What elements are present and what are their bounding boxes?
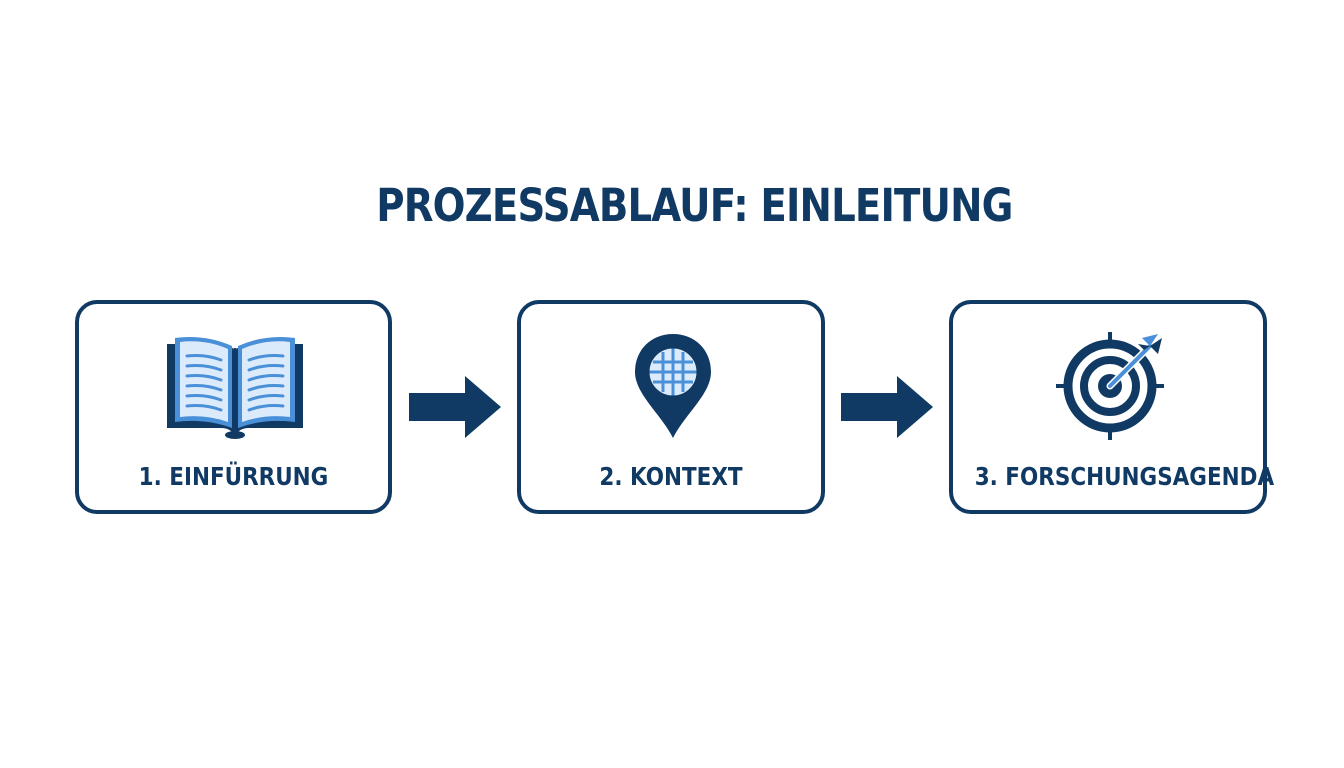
step-label-context: 2. KONTEXT (599, 462, 743, 491)
step-box-context: 2. KONTEXT (517, 300, 825, 514)
diagram-title: PROZESSABLAUF: EINLEITUNG (376, 179, 1013, 232)
step-box-introduction: 1. EINFÜRRUNG (75, 300, 392, 514)
step-label-research-agenda: 3. FORSCHUNGSAGENDA (974, 462, 1275, 491)
arrow-right-icon (841, 376, 933, 438)
map-pin-grid-icon (635, 334, 711, 438)
target-arrow-icon (1056, 332, 1164, 440)
open-book-icon (167, 337, 303, 439)
step-box-research-agenda: 3. FORSCHUNGSAGENDA (949, 300, 1275, 514)
arrow-right-icon (409, 376, 501, 438)
step-label-introduction: 1. EINFÜRRUNG (138, 462, 329, 491)
